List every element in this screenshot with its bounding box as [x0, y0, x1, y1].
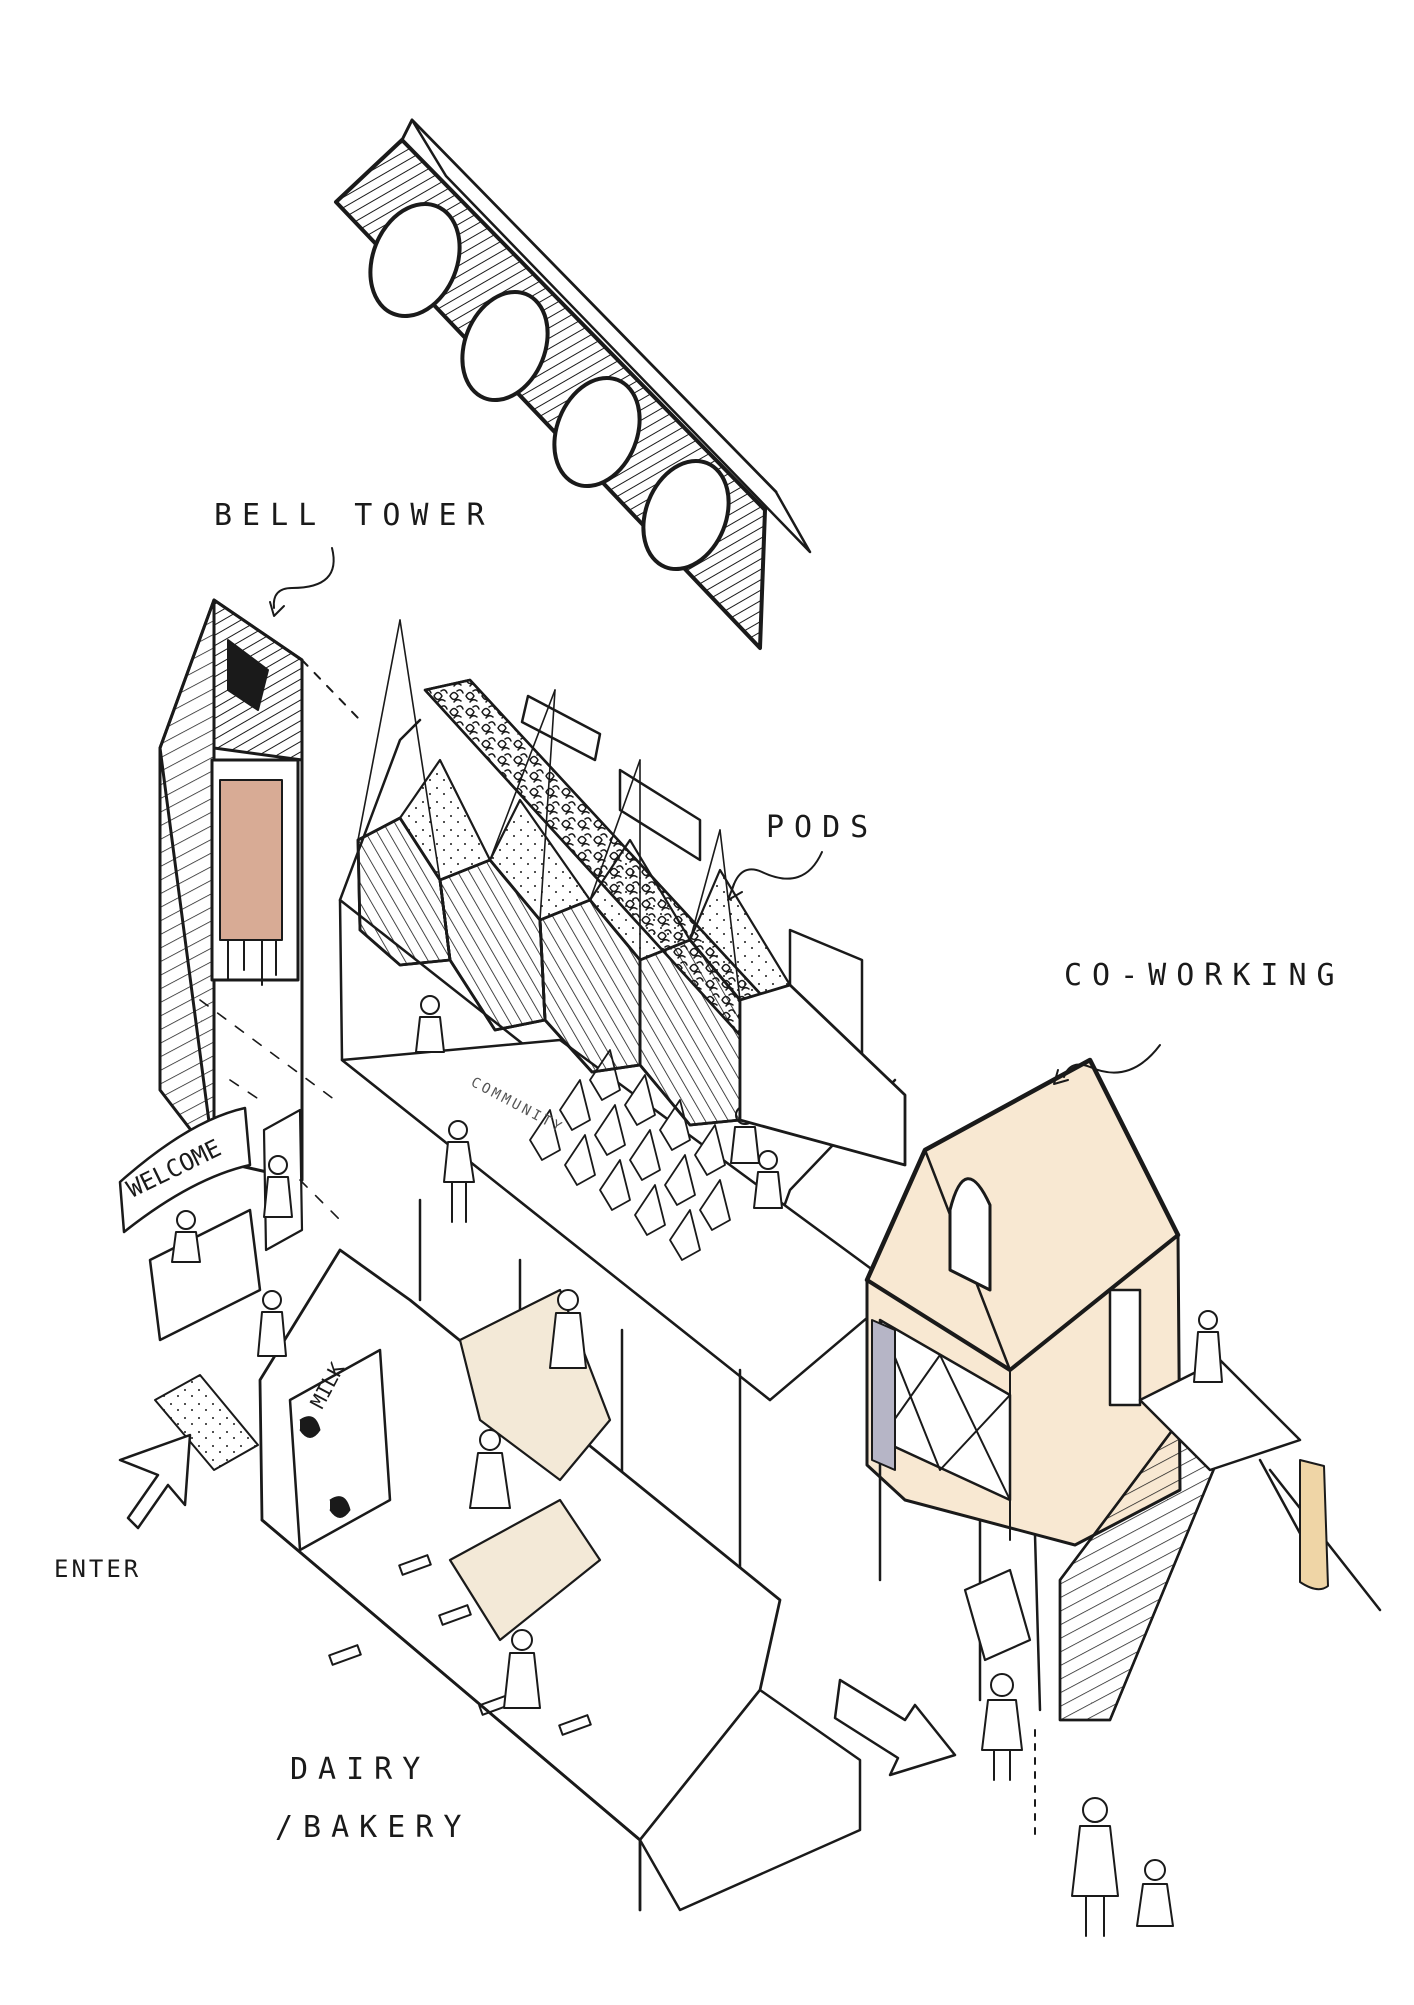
dairy-label: DAIRY	[290, 1752, 431, 1787]
roof-oval-windows	[368, 201, 731, 572]
blue-door	[871, 1319, 896, 1471]
enter-arrow	[118, 1433, 192, 1530]
pods-level	[356, 619, 907, 1167]
co-working-label: CO-WORKING	[1064, 958, 1345, 993]
exit-area	[833, 1568, 1174, 1937]
pod-roofs	[398, 758, 792, 1002]
welcome-area: WELCOME	[118, 1106, 304, 1530]
community-chairs	[529, 1049, 731, 1261]
floating-roof	[334, 118, 812, 650]
pods-label: PODS	[766, 810, 879, 845]
community-building	[338, 718, 902, 1572]
dairy-bakery-space	[258, 1248, 862, 1912]
bell-tower-label: BELL TOWER	[214, 498, 495, 533]
bell-tower	[158, 598, 361, 1182]
enter-label: ENTER	[54, 1555, 142, 1583]
hall-people	[443, 1105, 783, 1223]
bell-tower-curtain	[219, 779, 283, 941]
bakery-label: /BAKERY	[275, 1810, 472, 1845]
exit-arrow	[833, 1678, 957, 1777]
co-working-building	[864, 1044, 1382, 1722]
